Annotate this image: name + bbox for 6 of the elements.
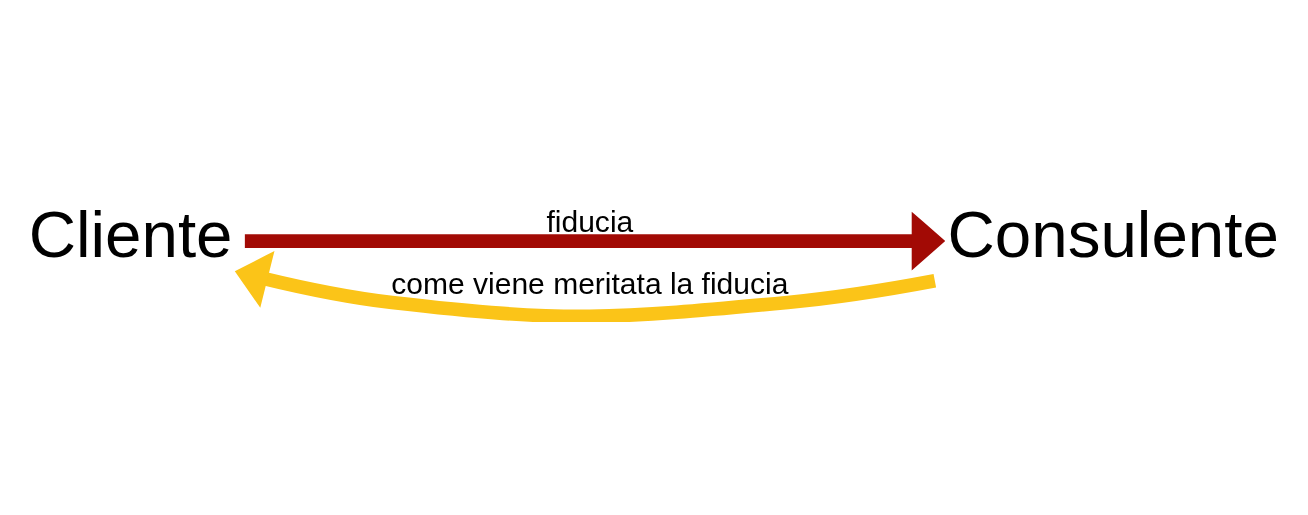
edge-label: fiducia [546,204,634,238]
node-text: Consulente [947,197,1279,271]
arrow [244,211,946,270]
arrow [234,250,937,322]
edge-label: come viene meritata la fiducia [391,266,789,300]
node-text: Cliente [28,197,233,271]
